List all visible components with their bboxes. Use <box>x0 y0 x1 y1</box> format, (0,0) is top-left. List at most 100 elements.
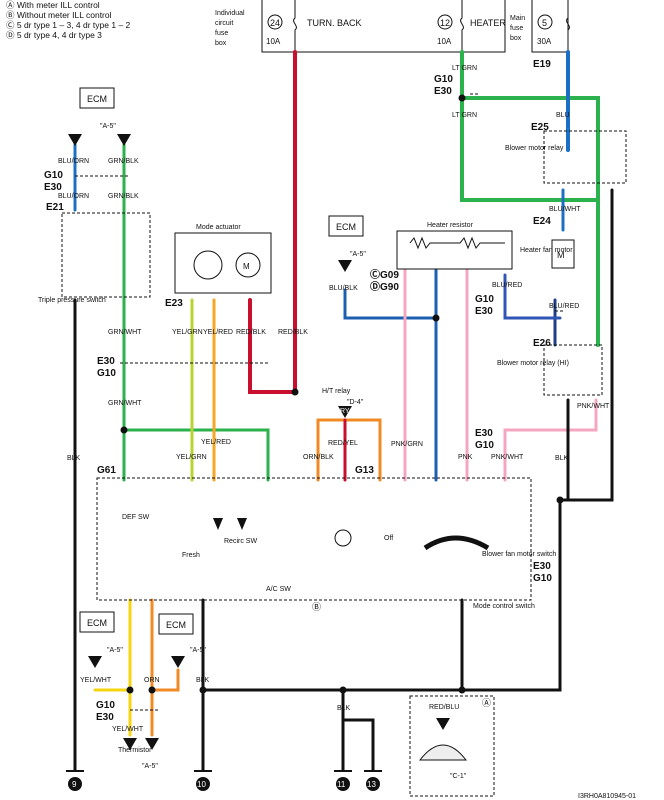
fuse-label: HEATER <box>470 18 506 28</box>
svg-text:"A-5": "A-5" <box>142 763 158 770</box>
svg-text:A/C SW: A/C SW <box>266 586 291 593</box>
svg-text:G10: G10 <box>475 294 494 305</box>
svg-text:BLU/RED: BLU/RED <box>549 303 579 310</box>
svg-text:G10: G10 <box>97 368 116 379</box>
svg-text:E30: E30 <box>533 561 551 572</box>
svg-text:Blower motor relay (HI): Blower motor relay (HI) <box>497 360 569 367</box>
svg-text:BLU/ORN: BLU/ORN <box>58 193 89 200</box>
svg-text:M: M <box>243 262 250 271</box>
svg-text:ORN: ORN <box>144 677 160 684</box>
svg-text:Ⓑ: Ⓑ <box>312 602 321 612</box>
svg-text:ⒸG09: ⒸG09 <box>370 268 399 281</box>
svg-text:ORN/BLK: ORN/BLK <box>303 454 334 461</box>
svg-text:RY: RY <box>340 408 350 415</box>
svg-text:"D-4": "D-4" <box>347 399 364 406</box>
ground-11: 11 <box>334 770 352 791</box>
svg-text:Blower fan motor switch: Blower fan motor switch <box>482 551 556 558</box>
svg-text:H/T relay: H/T relay <box>322 388 351 395</box>
svg-text:RED/YEL: RED/YEL <box>328 440 358 447</box>
svg-text:"A-5": "A-5" <box>107 647 123 654</box>
connector-labels: E19 G10 E30 E25 E24 G10 E30 E26 G10 E30 … <box>44 59 552 723</box>
svg-text:Blower motor relay: Blower motor relay <box>505 145 564 152</box>
heater-resistor: Heater resistor <box>396 222 513 270</box>
svg-text:GRN/WHT: GRN/WHT <box>108 400 142 407</box>
svg-text:PNK: PNK <box>458 454 473 461</box>
connector-lines <box>75 93 565 711</box>
svg-text:fuse: fuse <box>215 30 228 37</box>
junctions <box>120 94 564 694</box>
svg-text:E30: E30 <box>44 182 62 193</box>
svg-text:circuit: circuit <box>215 20 233 27</box>
svg-text:E30: E30 <box>96 712 114 723</box>
svg-text:E23: E23 <box>165 298 183 309</box>
svg-text:ECM: ECM <box>336 222 356 232</box>
svg-text:G10: G10 <box>533 573 552 584</box>
svg-text:E26: E26 <box>533 338 551 349</box>
svg-text:"C-1": "C-1" <box>450 773 467 780</box>
svg-text:ⒹG90: ⒹG90 <box>370 280 399 293</box>
svg-text:RED/BLK: RED/BLK <box>236 329 266 336</box>
svg-text:Recirc SW: Recirc SW <box>224 538 257 545</box>
svg-text:BLU/BLK: BLU/BLK <box>329 285 358 292</box>
svg-text:G10: G10 <box>434 74 453 85</box>
svg-text:BLU/WHT: BLU/WHT <box>549 206 581 213</box>
grounds: 9 10 11 13 <box>66 770 382 791</box>
ground-10: 10 <box>194 770 212 791</box>
svg-text:PNK/GRN: PNK/GRN <box>391 441 423 448</box>
figure-id: I3RH0A810945-01 <box>578 793 636 800</box>
svg-text:box: box <box>215 40 227 47</box>
legend-item: Ⓑ Without meter ILL control <box>6 10 112 20</box>
svg-text:E30: E30 <box>475 306 493 317</box>
svg-text:RED/BLU: RED/BLU <box>429 704 459 711</box>
control-unit: DEF SW Fresh Recirc SW A/C SW Off Blower… <box>96 477 556 610</box>
svg-text:YEL/RED: YEL/RED <box>203 329 233 336</box>
svg-text:BLK: BLK <box>196 677 210 684</box>
fuse-number: 5 <box>542 18 547 28</box>
svg-text:YEL/WHT: YEL/WHT <box>80 677 112 684</box>
wire-labels: LT GRN LT GRN BLU BLU/WHT BLU/RED BLU/RE… <box>58 65 610 733</box>
svg-text:13: 13 <box>367 780 376 789</box>
svg-text:G61: G61 <box>97 465 116 476</box>
fuse-number: 24 <box>270 18 280 28</box>
svg-text:RED/BLK: RED/BLK <box>278 329 308 336</box>
svg-text:box: box <box>510 35 522 42</box>
svg-text:"A-5": "A-5" <box>350 251 366 258</box>
svg-text:E19: E19 <box>533 59 551 70</box>
svg-text:Triple pressure switch: Triple pressure switch <box>38 297 106 304</box>
svg-text:LT GRN: LT GRN <box>452 112 477 119</box>
svg-text:YEL/GRN: YEL/GRN <box>172 329 203 336</box>
svg-text:G10: G10 <box>44 170 63 181</box>
fuse-number: 12 <box>440 18 450 28</box>
fuse-box-label: Individual <box>215 10 245 17</box>
heater-fan-motor: M Heater fan motor <box>520 239 575 269</box>
svg-text:E30: E30 <box>434 86 452 97</box>
svg-text:G13: G13 <box>355 465 374 476</box>
svg-text:GRN/BLK: GRN/BLK <box>108 193 139 200</box>
svg-text:E30: E30 <box>475 428 493 439</box>
svg-text:Mode control switch: Mode control switch <box>473 603 535 610</box>
svg-text:"A-5": "A-5" <box>190 647 206 654</box>
svg-text:BLK: BLK <box>67 455 81 462</box>
wires <box>73 50 614 772</box>
svg-text:DEF SW: DEF SW <box>122 514 150 521</box>
svg-text:LT GRN: LT GRN <box>452 65 477 72</box>
svg-text:ECM: ECM <box>87 618 107 628</box>
component-labels-extra: Thermistor <box>118 747 152 754</box>
legend-item: Ⓒ 5 dr type 1 – 3, 4 dr type 1 – 2 <box>6 20 131 30</box>
svg-text:Ⓐ: Ⓐ <box>482 698 491 708</box>
svg-text:Heater resistor: Heater resistor <box>427 222 474 229</box>
fuse-amp: 30A <box>537 37 552 46</box>
svg-text:9: 9 <box>72 780 77 789</box>
svg-text:E30: E30 <box>97 356 115 367</box>
svg-text:Thermistor: Thermistor <box>118 747 152 754</box>
svg-text:Off: Off <box>384 535 393 542</box>
svg-text:10: 10 <box>197 780 206 789</box>
svg-text:Heater fan motor: Heater fan motor <box>520 247 573 254</box>
svg-text:fuse: fuse <box>510 25 523 32</box>
svg-text:ECM: ECM <box>166 620 186 630</box>
mode-actuator: Mode actuator M <box>174 224 272 294</box>
svg-text:BLU/ORN: BLU/ORN <box>58 158 89 165</box>
svg-text:BLU/RED: BLU/RED <box>492 282 522 289</box>
svg-text:G10: G10 <box>475 440 494 451</box>
svg-text:M: M <box>557 250 565 260</box>
